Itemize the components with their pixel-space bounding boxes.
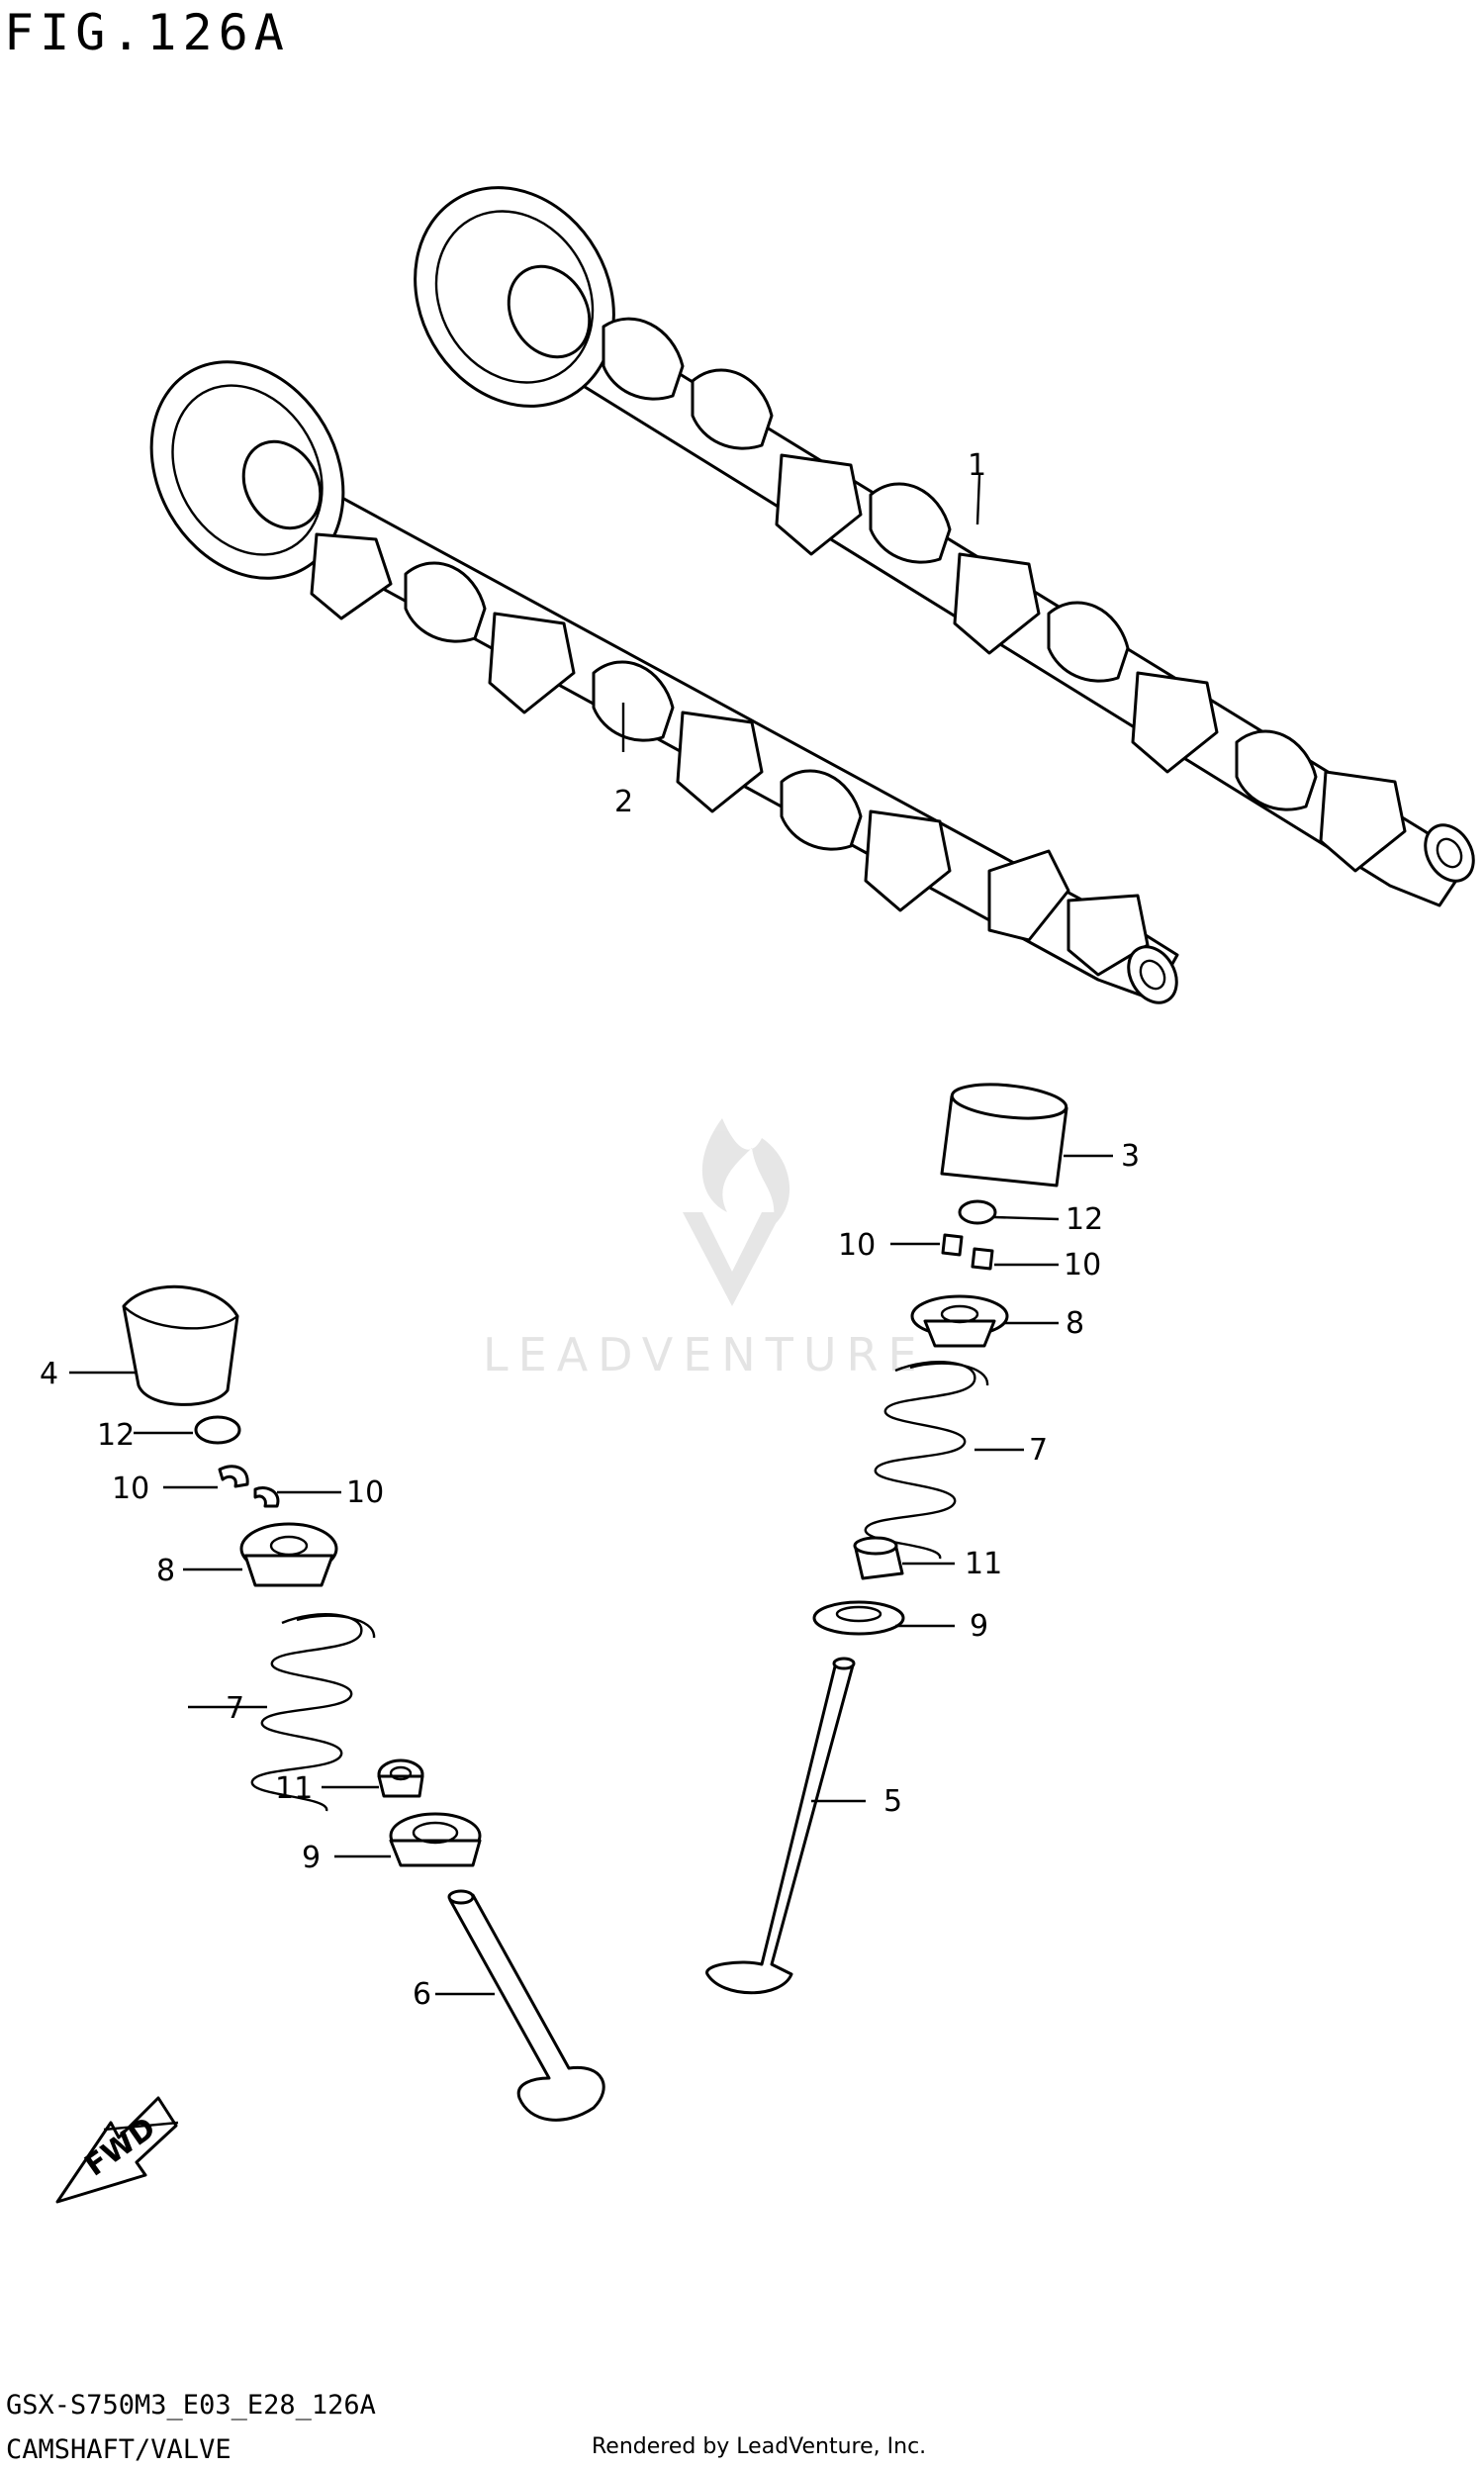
- callout-11-left: 11: [275, 1771, 313, 1806]
- camshaft-2: [149, 360, 1179, 1004]
- cotter-10-right-a: [941, 1233, 964, 1257]
- callout-6: 6: [413, 1977, 431, 2012]
- retainer-8-right: [910, 1294, 1009, 1348]
- spring-7-left: [250, 1613, 376, 1812]
- cotter-10-right-b: [971, 1247, 994, 1271]
- callout-9-right: 9: [970, 1609, 988, 1644]
- callout-11-right: 11: [965, 1547, 1002, 1581]
- callout-8-right: 8: [1066, 1306, 1084, 1341]
- valve-5-exhaust: [705, 1657, 856, 1995]
- retainer-8-left: [239, 1522, 338, 1587]
- callout-7-left: 7: [226, 1691, 244, 1726]
- spring-7-right: [864, 1361, 989, 1560]
- valve-6-intake: [447, 1889, 605, 2122]
- section-name: CAMSHAFT/VALVE: [6, 2434, 232, 2465]
- fwd-arrow-icon: FWD: [55, 2096, 179, 2204]
- callout-4: 4: [40, 1357, 58, 1391]
- callout-8-left: 8: [156, 1554, 175, 1588]
- leadventure-watermark: LEADVENTURE: [483, 1118, 927, 1381]
- callout-3: 3: [1121, 1139, 1140, 1174]
- leader-lines: [69, 474, 1113, 1996]
- callout-10-left-b: 10: [346, 1475, 384, 1510]
- callout-9-left: 9: [302, 1841, 321, 1875]
- shim-12-right: [958, 1199, 997, 1225]
- tappet-3: [940, 1083, 1068, 1188]
- callout-10-right-b: 10: [1064, 1248, 1101, 1282]
- shim-12-left: [194, 1415, 241, 1445]
- callout-12-right: 12: [1066, 1202, 1103, 1237]
- callout-10-left-a: 10: [112, 1472, 149, 1506]
- seal-11-right: [853, 1536, 904, 1580]
- callout-10-right-a: 10: [838, 1228, 876, 1263]
- callout-5: 5: [883, 1784, 902, 1819]
- seal-11-left: [377, 1758, 424, 1798]
- model-code: GSX-S750M3_E03_E28_126A: [6, 2390, 376, 2421]
- tappet-4: [122, 1284, 239, 1406]
- callout-7-right: 7: [1029, 1433, 1048, 1468]
- callout-12-left: 12: [97, 1418, 135, 1453]
- seat-9-left: [389, 1812, 482, 1867]
- cotter-10-left-a: [218, 1465, 249, 1488]
- watermark-text: LEADVENTURE: [483, 1328, 927, 1381]
- callout-1: 1: [968, 448, 986, 483]
- seat-9-right: [812, 1600, 905, 1636]
- callout-labels: 1 2 3 12 10 10 8 7 11 9 5 4 12 10 10 8 7…: [40, 448, 1140, 2012]
- cotter-10-left-b: [253, 1486, 280, 1508]
- callout-2: 2: [614, 785, 633, 819]
- figure-title: FIG.126A: [4, 4, 290, 61]
- rendered-by: Rendered by LeadVenture, Inc.: [592, 2434, 927, 2459]
- camshaft-1: [414, 186, 1475, 907]
